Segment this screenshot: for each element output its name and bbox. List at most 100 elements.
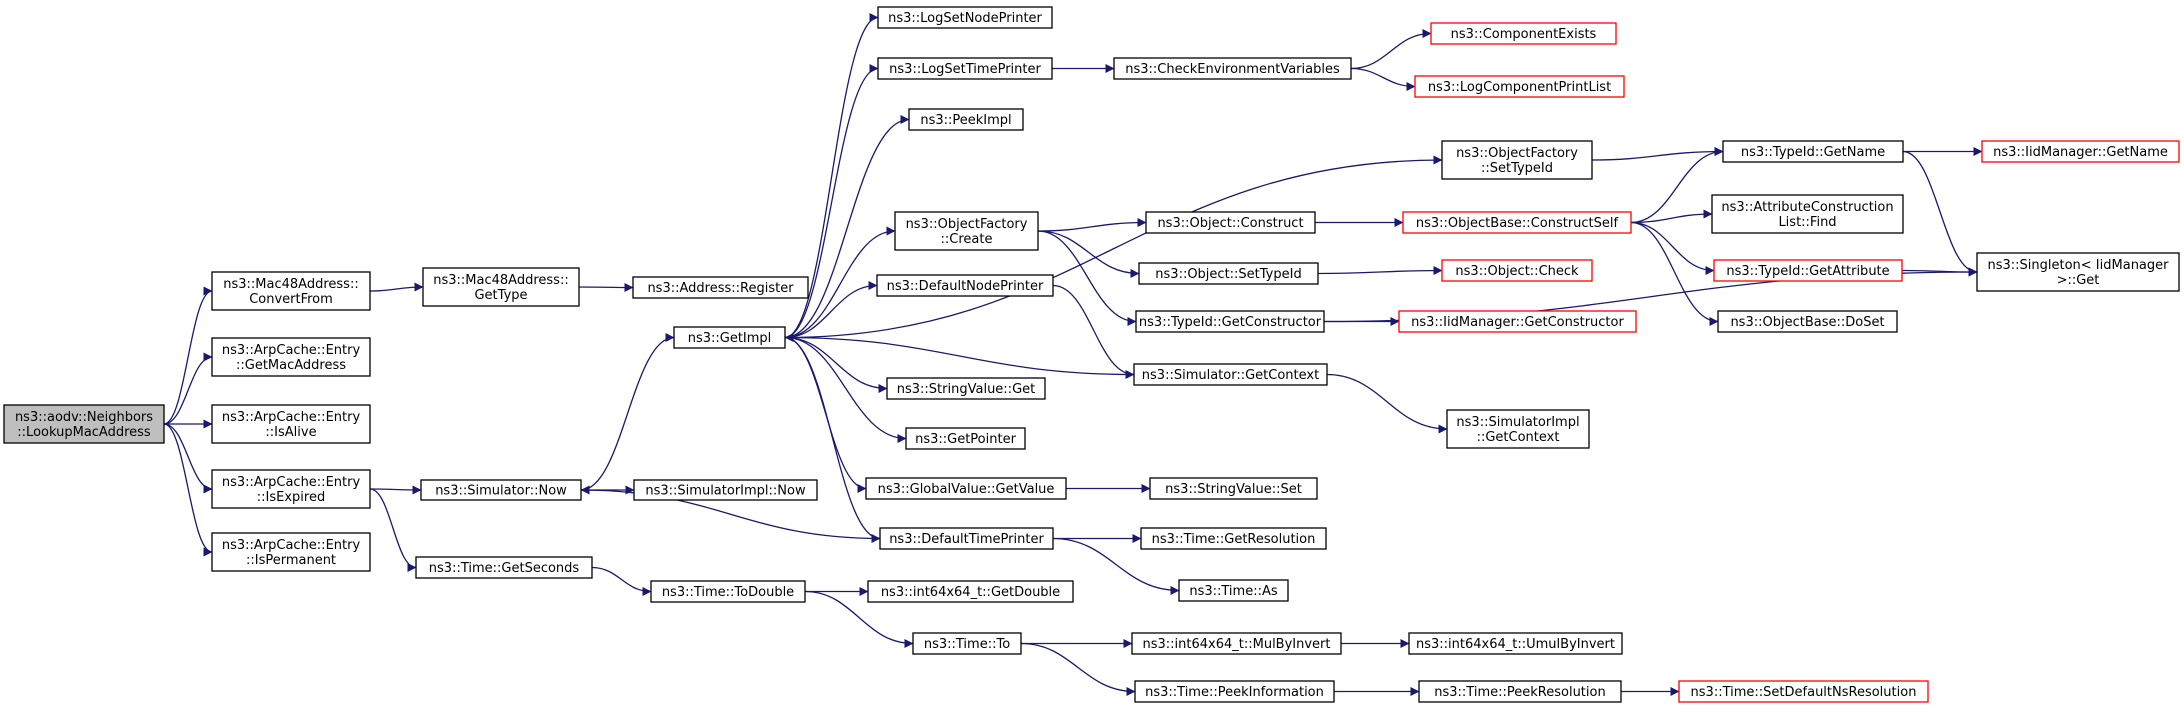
edge-checkenv-to-compexists bbox=[1350, 29, 1432, 70]
edge-timeto-to-peekinfo bbox=[1020, 642, 1136, 696]
node-label: ns3::Time::GetSeconds bbox=[429, 561, 580, 576]
node-box bbox=[867, 580, 1074, 603]
node-tidgetattr[interactable]: ns3::TypeId::GetAttribute bbox=[1713, 259, 1903, 282]
node-box bbox=[1678, 680, 1929, 703]
node-box bbox=[1402, 211, 1632, 234]
node-iidgetname[interactable]: ns3::IidManager::GetName bbox=[1981, 140, 2180, 163]
node-label: ns3::TypeId::GetConstructor bbox=[1139, 315, 1322, 330]
node-isalive[interactable]: ns3::ArpCache::Entry::IsAlive bbox=[211, 404, 371, 444]
node-label: ns3::TypeId::GetAttribute bbox=[1726, 264, 1889, 279]
node-gvgetvalue[interactable]: ns3::GlobalValue::GetValue bbox=[865, 477, 1067, 500]
node-box bbox=[1446, 409, 1590, 449]
edge-simgetctx-to-getimpl bbox=[784, 333, 1135, 376]
edge-defnodeprinter-to-simgetctx bbox=[1052, 284, 1135, 379]
node-peekres[interactable]: ns3::Time::PeekResolution bbox=[1418, 680, 1622, 703]
node-getdouble[interactable]: ns3::int64x64_t::GetDouble bbox=[867, 580, 1074, 603]
node-strvalset[interactable]: ns3::StringValue::Set bbox=[1149, 477, 1318, 500]
node-box bbox=[1441, 140, 1593, 180]
node-root[interactable]: ns3::aodv::Neighbors::LookupMacAddress bbox=[3, 404, 165, 444]
node-strvalget[interactable]: ns3::StringValue::Get bbox=[886, 377, 1046, 400]
node-logcomplist[interactable]: ns3::LogComponentPrintList bbox=[1414, 75, 1625, 98]
node-getresolution[interactable]: ns3::Time::GetResolution bbox=[1140, 527, 1327, 550]
node-defnodeprinter[interactable]: ns3::DefaultNodePrinter bbox=[876, 274, 1054, 297]
node-m48type[interactable]: ns3::Mac48Address::GetType bbox=[422, 267, 580, 307]
edge-checkenv-to-logcomplist bbox=[1350, 67, 1416, 91]
node-tidgetctor[interactable]: ns3::TypeId::GetConstructor bbox=[1135, 310, 1325, 333]
node-mulbyinv[interactable]: ns3::int64x64_t::MulByInvert bbox=[1131, 632, 1342, 655]
node-ofsettype[interactable]: ns3::ObjectFactory::SetTypeId bbox=[1441, 140, 1593, 180]
node-constructself[interactable]: ns3::ObjectBase::ConstructSelf bbox=[1402, 211, 1632, 234]
node-lognode[interactable]: ns3::LogSetNodePrinter bbox=[877, 6, 1053, 29]
node-logtime[interactable]: ns3::LogSetTimePrinter bbox=[877, 57, 1053, 80]
nodes-layer: ns3::aodv::Neighbors::LookupMacAddressns… bbox=[3, 6, 2180, 703]
node-singleton[interactable]: ns3::Singleton< IidManager>::Get bbox=[1976, 252, 2180, 292]
edge-getimpl-to-strvalget bbox=[784, 336, 888, 393]
edge-ofsettype-to-tidgetname bbox=[1591, 147, 1724, 161]
node-label: ns3::IidManager::GetConstructor bbox=[1411, 315, 1624, 330]
node-label: ns3::int64x64_t::MulByInvert bbox=[1142, 637, 1330, 652]
node-label: ns3::LogComponentPrintList bbox=[1428, 80, 1611, 95]
node-m48conv[interactable]: ns3::Mac48Address::ConvertFrom bbox=[211, 271, 371, 311]
node-compexists[interactable]: ns3::ComponentExists bbox=[1430, 22, 1617, 45]
node-label: ns3::LogSetTimePrinter bbox=[889, 62, 1041, 77]
node-objconstruct[interactable]: ns3::Object::Construct bbox=[1145, 211, 1316, 234]
node-label: ns3::Object::Check bbox=[1455, 264, 1579, 279]
node-box bbox=[905, 427, 1026, 450]
node-iidgetctor[interactable]: ns3::IidManager::GetConstructor bbox=[1398, 310, 1637, 333]
node-isexpired[interactable]: ns3::ArpCache::Entry::IsExpired bbox=[211, 469, 371, 509]
node-label: ns3::StringValue::Set bbox=[1165, 482, 1302, 497]
node-peekinfo[interactable]: ns3::Time::PeekInformation bbox=[1134, 680, 1335, 703]
node-label: ns3::StringValue::Get bbox=[897, 382, 1035, 397]
node-deftimeprinter[interactable]: ns3::DefaultTimePrinter bbox=[879, 527, 1054, 550]
edge-constructself-to-doset bbox=[1630, 221, 1719, 326]
node-label: ::GetMacAddress bbox=[236, 358, 346, 373]
node-doset[interactable]: ns3::ObjectBase::DoSet bbox=[1717, 310, 1898, 333]
node-box bbox=[1441, 259, 1593, 282]
node-simimplnow[interactable]: ns3::SimulatorImpl::Now bbox=[633, 479, 818, 501]
edge-getimpl-to-ofcreate bbox=[784, 226, 896, 339]
node-getmac[interactable]: ns3::ArpCache::Entry::GetMacAddress bbox=[211, 337, 371, 377]
node-getpointer[interactable]: ns3::GetPointer bbox=[905, 427, 1026, 450]
node-peekimpl[interactable]: ns3::PeekImpl bbox=[908, 108, 1024, 131]
node-addrreg[interactable]: ns3::Address::Register bbox=[632, 276, 809, 299]
node-label: ns3::GetPointer bbox=[915, 432, 1016, 447]
edge-getimpl-to-deftimeprinter bbox=[784, 336, 881, 543]
node-objsettype[interactable]: ns3::Object::SetTypeId bbox=[1138, 262, 1319, 285]
node-label: ns3::PeekImpl bbox=[920, 113, 1011, 128]
node-tidgetname[interactable]: ns3::TypeId::GetName bbox=[1722, 140, 1904, 163]
node-timeto[interactable]: ns3::Time::To bbox=[912, 632, 1022, 655]
edge-getimpl-to-defnodeprinter bbox=[784, 281, 878, 339]
node-box bbox=[1178, 579, 1289, 602]
node-label: >::Get bbox=[2057, 273, 2100, 288]
edge-isexpired-to-simnow bbox=[369, 485, 422, 495]
node-simnow[interactable]: ns3::Simulator::Now bbox=[420, 479, 582, 501]
node-label: ns3::GlobalValue::GetValue bbox=[878, 482, 1055, 497]
node-umulbyinv[interactable]: ns3::int64x64_t::UmulByInvert bbox=[1408, 632, 1623, 655]
node-box bbox=[211, 469, 371, 509]
node-label: ns3::CheckEnvironmentVariables bbox=[1125, 62, 1340, 77]
node-objcheck[interactable]: ns3::Object::Check bbox=[1441, 259, 1593, 282]
edge-objsettype-to-objcheck bbox=[1317, 266, 1443, 276]
node-getimpl[interactable]: ns3::GetImpl bbox=[673, 326, 786, 349]
node-isperm[interactable]: ns3::ArpCache::Entry::IsPermanent bbox=[211, 532, 371, 572]
node-ofcreate[interactable]: ns3::ObjectFactory::Create bbox=[894, 211, 1039, 251]
node-todouble[interactable]: ns3::Time::ToDouble bbox=[650, 580, 806, 603]
node-box bbox=[1976, 252, 2180, 292]
node-label: ::SetTypeId bbox=[1481, 161, 1553, 176]
node-label: List::Find bbox=[1778, 215, 1836, 230]
node-box bbox=[1711, 194, 1904, 234]
node-checkenv[interactable]: ns3::CheckEnvironmentVariables bbox=[1113, 57, 1352, 80]
node-box bbox=[1414, 75, 1625, 98]
node-label: ns3::SimulatorImpl::Now bbox=[645, 484, 806, 499]
node-setdefns[interactable]: ns3::Time::SetDefaultNsResolution bbox=[1678, 680, 1929, 703]
edge-getimpl-to-getpointer bbox=[784, 336, 907, 443]
node-getsec[interactable]: ns3::Time::GetSeconds bbox=[415, 556, 593, 579]
node-simimplgetctx[interactable]: ns3::SimulatorImpl::GetContext bbox=[1446, 409, 1590, 449]
edge-m48conv-to-m48type bbox=[369, 282, 424, 292]
node-timeas[interactable]: ns3::Time::As bbox=[1178, 579, 1289, 602]
node-box bbox=[415, 556, 593, 579]
node-simgetctx[interactable]: ns3::Simulator::GetContext bbox=[1133, 363, 1328, 386]
node-box bbox=[211, 271, 371, 311]
node-box bbox=[3, 404, 165, 444]
